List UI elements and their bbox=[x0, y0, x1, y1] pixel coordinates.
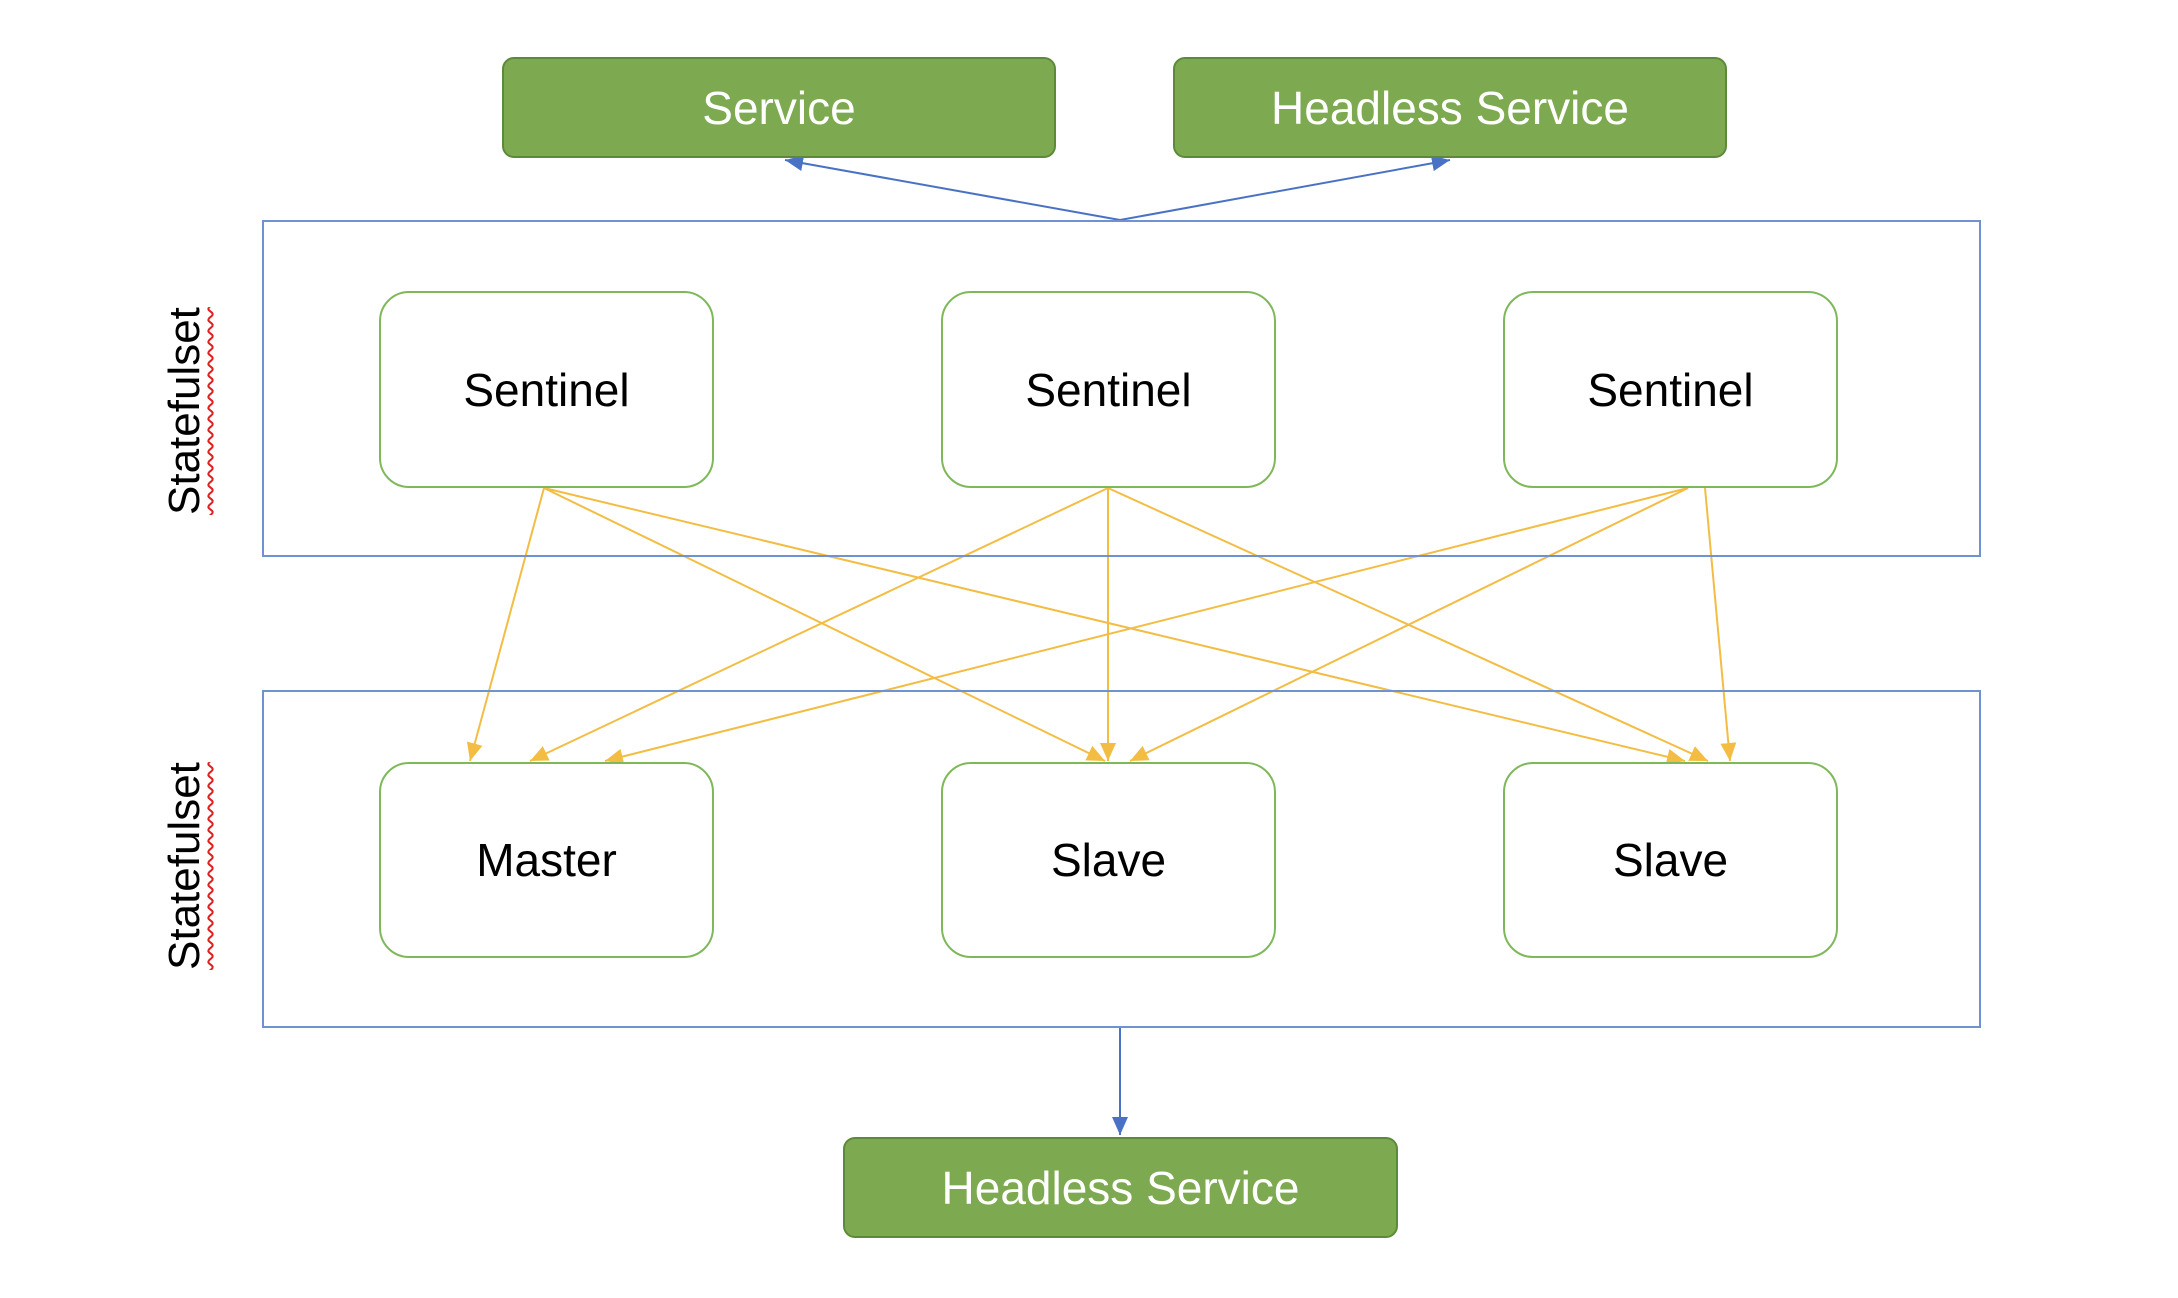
sentinel-node-1: Sentinel bbox=[379, 291, 714, 488]
sentinel-statefulset-label: Statefulset bbox=[160, 307, 209, 515]
arrow-to-service bbox=[784, 155, 1121, 221]
sentinel3-to-slave2-arrow bbox=[1704, 487, 1737, 762]
sentinel-node-1-label: Sentinel bbox=[463, 363, 630, 416]
sentinel-node-2-label: Sentinel bbox=[1025, 363, 1192, 416]
headless-service-box-bottom: Headless Service bbox=[843, 1137, 1398, 1238]
sentinel-node-3: Sentinel bbox=[1503, 291, 1838, 488]
master-node: Master bbox=[379, 762, 714, 958]
data-statefulset-group bbox=[262, 690, 1981, 1028]
slave-node-2: Slave bbox=[1503, 762, 1838, 958]
service-box: Service bbox=[502, 57, 1056, 158]
sentinel1-to-slave2-arrow bbox=[543, 487, 1686, 765]
headless-service-label-bottom: Headless Service bbox=[941, 1161, 1300, 1214]
slave-node-1-label: Slave bbox=[1050, 834, 1167, 886]
slave-node-1: Slave bbox=[941, 762, 1276, 958]
headless-service-box-top: Headless Service bbox=[1173, 57, 1727, 158]
master-node-label: Master bbox=[476, 834, 617, 886]
service-label: Service bbox=[702, 81, 856, 134]
sentinel3-to-slave1-arrow bbox=[1129, 487, 1689, 762]
slave-node-2-label: Slave bbox=[1612, 834, 1729, 886]
sentinel1-to-master-arrow bbox=[466, 487, 545, 762]
sentinel-node-2: Sentinel bbox=[941, 291, 1276, 488]
sentinel-node-3-label: Sentinel bbox=[1587, 363, 1754, 416]
sentinel-statefulset-group bbox=[262, 220, 1981, 557]
sentinel2-to-master-arrow bbox=[529, 487, 1109, 762]
sentinel3-to-master-arrow bbox=[604, 487, 1689, 765]
data-statefulset-label: Statefulset bbox=[160, 762, 209, 970]
arrow-to-headless-service-top bbox=[1119, 155, 1451, 221]
headless-service-label-top: Headless Service bbox=[1271, 81, 1629, 134]
sentinel1-to-slave1-arrow bbox=[543, 487, 1106, 762]
